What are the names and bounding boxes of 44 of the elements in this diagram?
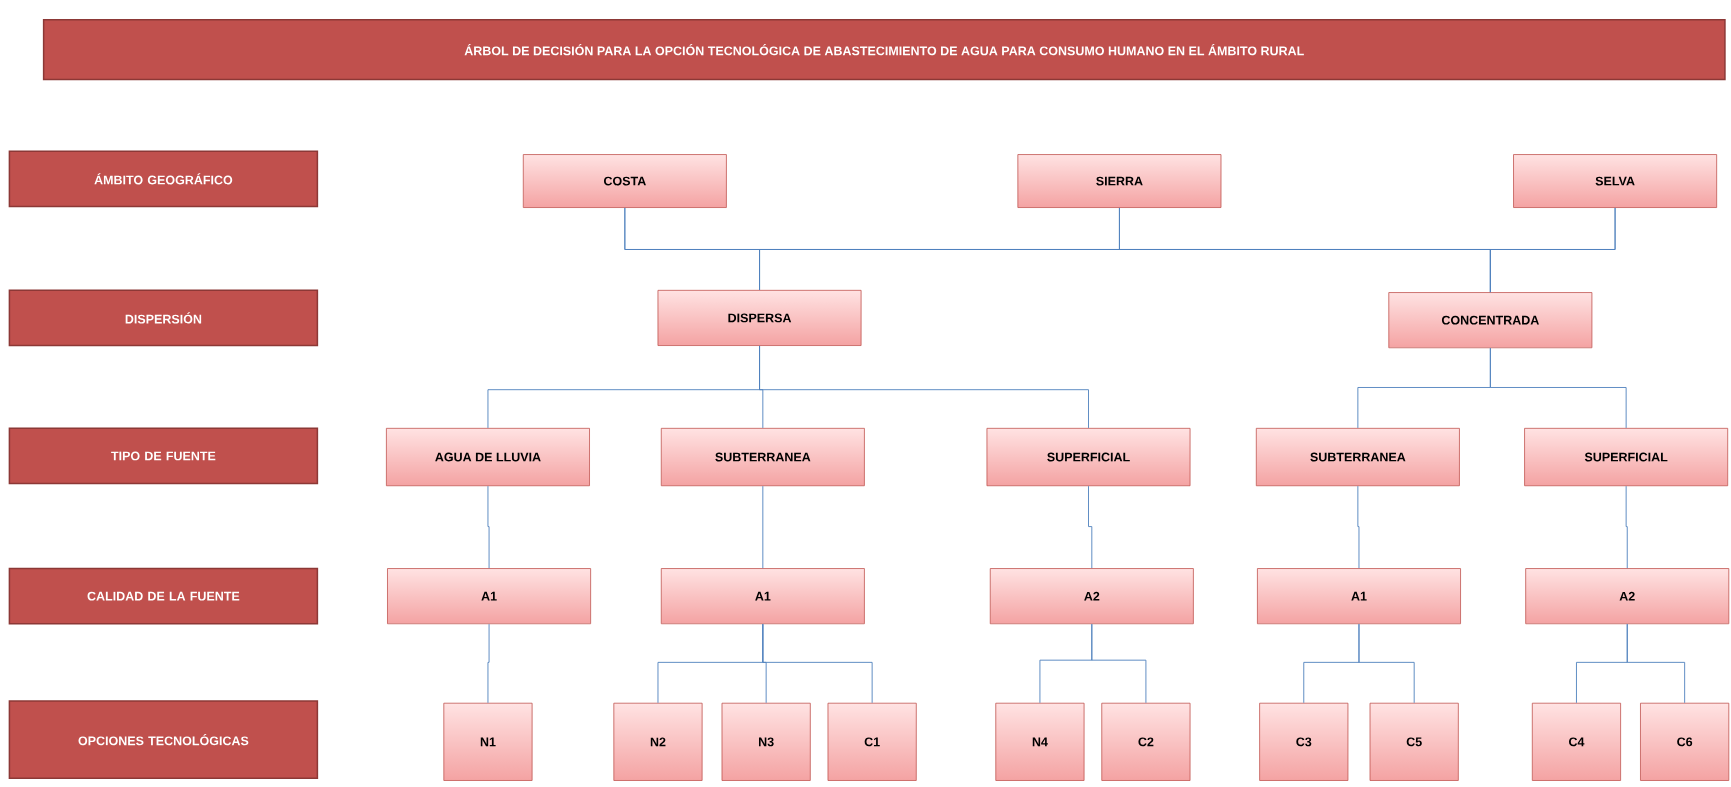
decision-box: SUBTERRANEA bbox=[1255, 427, 1460, 487]
option-box: C5 bbox=[1369, 702, 1459, 781]
option-box: N1 bbox=[443, 702, 533, 781]
option-box: N2 bbox=[613, 702, 703, 781]
decision-box: SIERRA bbox=[1017, 154, 1222, 208]
row-header-box: CALIDAD DE LA FUENTE bbox=[8, 567, 319, 625]
decision-box: SUPERFICIAL bbox=[1524, 427, 1729, 487]
connector-line bbox=[487, 623, 490, 704]
row-header-box: DISPERSIÓN bbox=[8, 289, 319, 347]
decision-box: A2 bbox=[1525, 568, 1730, 625]
decision-box: COSTA bbox=[522, 154, 727, 208]
decision-box: A1 bbox=[660, 568, 865, 625]
decision-box: SUBTERRANEA bbox=[660, 427, 865, 487]
decision-box: SELVA bbox=[1513, 154, 1718, 208]
option-box: C6 bbox=[1640, 702, 1730, 781]
connector-line bbox=[1088, 485, 1093, 569]
title-banner: ÁRBOL DE DECISIÓN PARA LA OPCIÓN TECNOLÓGICA DE ABASTECIMIENTO DE AGUA PARA CONSUMO HUMANO EN EL ÁMBITO RURAL bbox=[42, 19, 1726, 81]
option-box: C4 bbox=[1531, 702, 1621, 781]
decision-box: SUPERFICIAL bbox=[986, 427, 1191, 487]
connector-line bbox=[1357, 485, 1360, 569]
option-box: C1 bbox=[827, 702, 917, 781]
decision-box: CONCENTRADA bbox=[1388, 292, 1593, 349]
connector-line bbox=[762, 623, 873, 704]
connector-line bbox=[487, 485, 490, 569]
option-box: N3 bbox=[721, 702, 811, 781]
option-box: C2 bbox=[1101, 702, 1191, 781]
decision-box: AGUA DE LLUVIA bbox=[386, 427, 590, 487]
decision-box: DISPERSA bbox=[657, 289, 862, 346]
option-box: N4 bbox=[995, 702, 1085, 781]
decision-box: A1 bbox=[387, 568, 592, 625]
connector-line bbox=[1489, 347, 1627, 429]
option-box: C3 bbox=[1259, 702, 1349, 781]
decision-box: A2 bbox=[989, 568, 1194, 625]
connector-line bbox=[1358, 623, 1415, 704]
connector-line bbox=[1091, 623, 1147, 704]
connector-line bbox=[1625, 485, 1628, 569]
connector-line bbox=[1489, 207, 1616, 293]
connector-line bbox=[762, 485, 764, 569]
row-header-box: OPCIONES TECNOLÓGICAS bbox=[8, 700, 319, 779]
decision-box: A1 bbox=[1257, 568, 1461, 625]
row-header-box: TIPO DE FUENTE bbox=[8, 427, 319, 485]
row-header-box: ÁMBITO GEOGRÁFICO bbox=[8, 150, 319, 208]
connector-line bbox=[1626, 623, 1686, 704]
connector-line bbox=[759, 345, 1089, 429]
